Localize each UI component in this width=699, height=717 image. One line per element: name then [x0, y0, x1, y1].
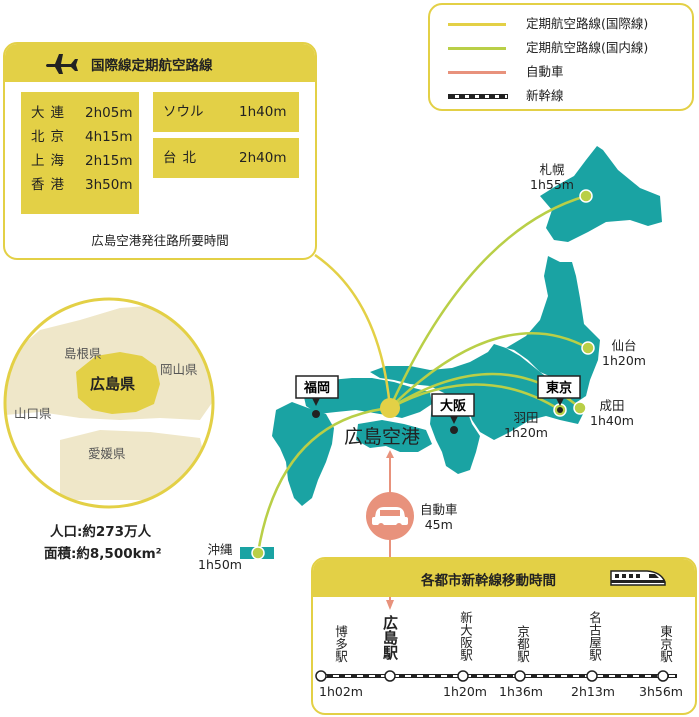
route-haneda: [389, 383, 561, 412]
hiroshima-pref-shape: [76, 352, 160, 414]
car-route-arrow-up: [386, 450, 394, 458]
time-tokyo: 3h56m: [639, 684, 683, 699]
shinkansen-panel: 各都市新幹線移動時間 博多駅 広島駅 新大阪駅 京都駅 名古屋駅 東京駅 1h0…: [311, 557, 697, 715]
legend: 定期航空路線(国際線) 定期航空路線(国内線) 自動車 新幹線: [428, 3, 694, 111]
honshu-central-shape: [370, 344, 584, 440]
area-text: 面積:約8,500km²: [44, 546, 162, 562]
tokyo-dot: [557, 407, 563, 413]
station-hakata: 博多駅: [333, 625, 348, 663]
time-kyoto: 1h36m: [499, 684, 543, 699]
time-hakata: 1h02m: [319, 684, 363, 699]
fukuoka-dot: [312, 410, 320, 418]
narita-marker: [573, 401, 587, 415]
shinkansen-header: 各都市新幹線移動時間: [313, 559, 695, 597]
kansai-shape: [430, 398, 480, 474]
station-node-shinosaka: [457, 670, 469, 682]
fukuoka-tag-text: 福岡: [303, 380, 330, 396]
route-sendai: [389, 331, 589, 409]
label-okayama: 岡山県: [160, 362, 198, 377]
car-route-arrow-down: [386, 600, 394, 610]
time-shinosaka: 1h20m: [443, 684, 487, 699]
station-node-tokyo: [657, 670, 669, 682]
shikoku-shape: [356, 420, 432, 452]
tokyo-tag: 東京: [537, 375, 581, 406]
tokyo-tag-text: 東京: [546, 380, 572, 396]
shinkansen-title: 各都市新幹線移動時間: [421, 573, 556, 589]
okinawa-marker: [251, 546, 265, 560]
osaka-tag: 大阪: [431, 393, 475, 424]
station-node-kyoto: [514, 670, 526, 682]
station-nagoya: 名古屋駅: [587, 611, 602, 661]
car-icon: [366, 492, 414, 540]
station-tokyo: 東京駅: [658, 625, 673, 663]
airplane-icon: [46, 54, 78, 74]
prefecture-map-border: [3, 297, 215, 509]
route-international: [314, 253, 392, 409]
sapporo-marker: [579, 189, 593, 203]
international-title: 国際線定期航空路線: [91, 58, 213, 74]
population-text: 人口:約273万人: [50, 524, 152, 540]
station-node-nagoya: [586, 670, 598, 682]
station-hiroshima: 広島駅: [381, 615, 399, 660]
prefecture-map: [5, 299, 213, 507]
airport-label: 広島空港: [344, 426, 421, 448]
osaka-dot: [450, 426, 458, 434]
time-nagoya: 2h13m: [571, 684, 615, 699]
train-icon: [610, 570, 666, 586]
osaka-tag-text: 大阪: [440, 398, 467, 414]
station-shinosaka: 新大阪駅: [458, 611, 473, 661]
intl-caption: 広島空港発往路所要時間: [91, 233, 229, 248]
route-sapporo: [388, 194, 587, 409]
hokkaido-shape: [540, 146, 662, 242]
station-node-hiroshima: [384, 670, 396, 682]
station-kyoto: 京都駅: [515, 625, 530, 663]
tohoku-shape: [506, 256, 600, 404]
label-shimane: 島根県: [64, 346, 102, 361]
sendai-marker: [581, 341, 595, 355]
kyushu-shape: [272, 402, 334, 506]
route-okinawa: [256, 406, 391, 554]
label-yamaguchi: 山口県: [14, 406, 52, 421]
hiroshima-airport-marker: [380, 398, 400, 418]
fukuoka-tag: 福岡: [295, 375, 339, 406]
station-node-hakata: [315, 670, 327, 682]
shinkansen-line: [315, 670, 677, 682]
label-ehime: 愛媛県: [88, 446, 126, 461]
label-hiroshima: 広島県: [90, 375, 136, 393]
international-header: 国際線定期航空路線: [5, 44, 315, 82]
